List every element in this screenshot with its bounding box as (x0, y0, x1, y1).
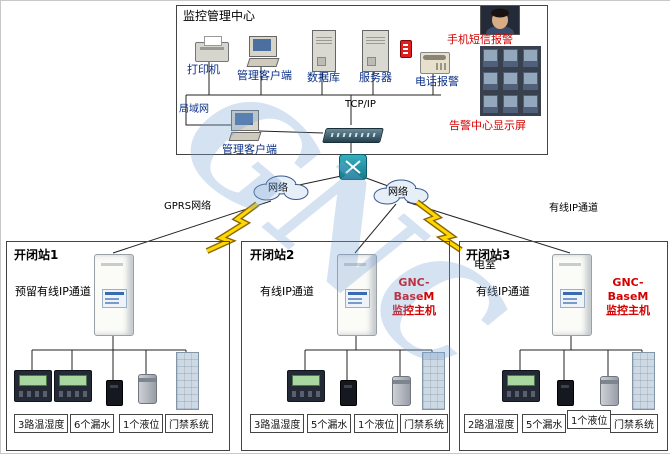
alarm-display-wall (480, 46, 541, 116)
display-wall-label: 告警中心显示屏 (449, 119, 526, 132)
lcd-screen (292, 375, 320, 386)
station-title: 开闭站2 (250, 248, 295, 262)
screen-icon (235, 113, 253, 125)
cloud-right-label: 网络 (388, 187, 408, 198)
telephone-icon (420, 52, 450, 74)
lcd-screen (59, 375, 87, 386)
host-nameplate (560, 289, 585, 308)
printer-icon (195, 36, 229, 62)
management-client-icon (246, 36, 280, 68)
monitoring-host-device (552, 254, 592, 336)
keyboard-icon (246, 58, 280, 67)
sensor-label: 1个液位 (354, 414, 399, 433)
temp-humidity-meter (502, 370, 540, 402)
display-screen (481, 70, 500, 92)
lcd-screen (19, 375, 47, 386)
host-model-label: GNC-BaseM 监控主机 (596, 276, 660, 317)
sensor-label: 门禁系统 (400, 414, 448, 433)
client1-label: 管理客户端 (237, 69, 292, 82)
channel-label: 有线IP通道 (260, 285, 314, 298)
display-screen (501, 47, 520, 69)
station-1-box: 开闭站1 预留有线IP通道 3路温湿度 6个漏水 1个液位 门禁系统 (6, 241, 230, 451)
channel-label: 预留有线IP通道 (15, 285, 91, 298)
display-screen (481, 93, 500, 115)
station-2-box: 开闭站2 有线IP通道 GNC-BaseM 监控主机 3路温湿度 5个漏水 1个… (241, 241, 450, 451)
station-title: 开闭站3 (466, 248, 511, 262)
client2-label: 管理客户端 (222, 143, 277, 156)
temp-humidity-meter (54, 370, 92, 402)
sensor-label: 3路温湿度 (14, 414, 69, 433)
server-tower-icon (362, 30, 389, 72)
display-screen (521, 93, 540, 115)
center-title: 监控管理中心 (183, 9, 256, 23)
alarm-beacon-icon (400, 40, 412, 58)
sms-alarm-label: 手机短信报警 (447, 33, 513, 46)
host-model-line2: 监控主机 (392, 303, 436, 317)
screen-icon (253, 39, 271, 51)
server-label: 服务器 (359, 71, 392, 84)
display-screen (521, 70, 540, 92)
monitoring-host-device (94, 254, 134, 336)
water-leak-sensor (106, 380, 123, 406)
lcd-screen (507, 375, 535, 386)
tcpip-label: TCP/IP (345, 99, 376, 110)
temp-humidity-meter (14, 370, 52, 402)
monitoring-center-box: 监控管理中心 打印机 管理客户端 数据库 服务器 电话报警 手机短信报警 (176, 5, 548, 180)
sensor-label: 6个漏水 (70, 414, 115, 433)
meter-buttons (292, 391, 320, 397)
database-tower-icon (312, 30, 336, 72)
access-control-unit (176, 352, 199, 410)
sensor-label: 5个漏水 (307, 414, 352, 433)
water-leak-sensor (340, 380, 357, 406)
meter-buttons (507, 391, 535, 397)
wired-link-label: 有线IP通道 (549, 203, 598, 214)
host-model-line2: 监控主机 (606, 303, 650, 317)
temp-humidity-meter (287, 370, 325, 402)
access-control-unit (422, 352, 445, 410)
core-switch-icon (339, 154, 367, 180)
station-3-box: 开闭站3 电室 有线IP通道 GNC-BaseM 监控主机 2路温湿度 5个漏水… (459, 241, 668, 451)
display-screen (481, 47, 500, 69)
sensor-label: 2路温湿度 (464, 414, 519, 433)
sensor-label: 门禁系统 (165, 414, 213, 433)
host-nameplate (102, 289, 127, 308)
liquid-level-sensor (392, 376, 411, 406)
meter-buttons (59, 391, 87, 397)
sensor-label: 3路温湿度 (250, 414, 305, 433)
sensor-label: 1个液位 (119, 414, 164, 433)
liquid-level-sensor (138, 374, 157, 404)
host-model-label: GNC-BaseM 监控主机 (382, 276, 446, 317)
keyboard-icon (228, 132, 262, 141)
face-icon (481, 6, 519, 40)
display-screen (501, 93, 520, 115)
database-label: 数据库 (307, 71, 340, 84)
network-switch-icon (322, 128, 384, 143)
meter-buttons (19, 391, 47, 397)
cloud-left-label: 网络 (268, 183, 288, 194)
sensor-label: 门禁系统 (610, 414, 658, 433)
channel-label: 有线IP通道 (476, 285, 530, 298)
display-screen (501, 70, 520, 92)
operator-photo (480, 5, 520, 40)
station-room-label: 电室 (474, 258, 496, 271)
host-model-line1: GNC-BaseM (607, 276, 649, 303)
station-title: 开闭站1 (14, 248, 59, 262)
sensor-label: 5个漏水 (522, 414, 567, 433)
gprs-link-label: GPRS网络 (164, 201, 212, 212)
printer-label: 打印机 (187, 63, 220, 76)
management-client2-icon (228, 110, 262, 142)
water-leak-sensor (557, 380, 574, 406)
monitoring-host-device (337, 254, 377, 336)
phone-alarm-label: 电话报警 (415, 75, 459, 88)
access-control-unit (632, 352, 655, 410)
liquid-level-sensor (600, 376, 619, 406)
display-screen (521, 47, 540, 69)
host-model-line1: GNC-BaseM (393, 276, 435, 303)
crossed-arrows-icon (345, 160, 361, 174)
sensor-label: 1个液位 (567, 410, 612, 429)
host-nameplate (345, 289, 370, 308)
lan-label: 局域网 (179, 104, 209, 115)
